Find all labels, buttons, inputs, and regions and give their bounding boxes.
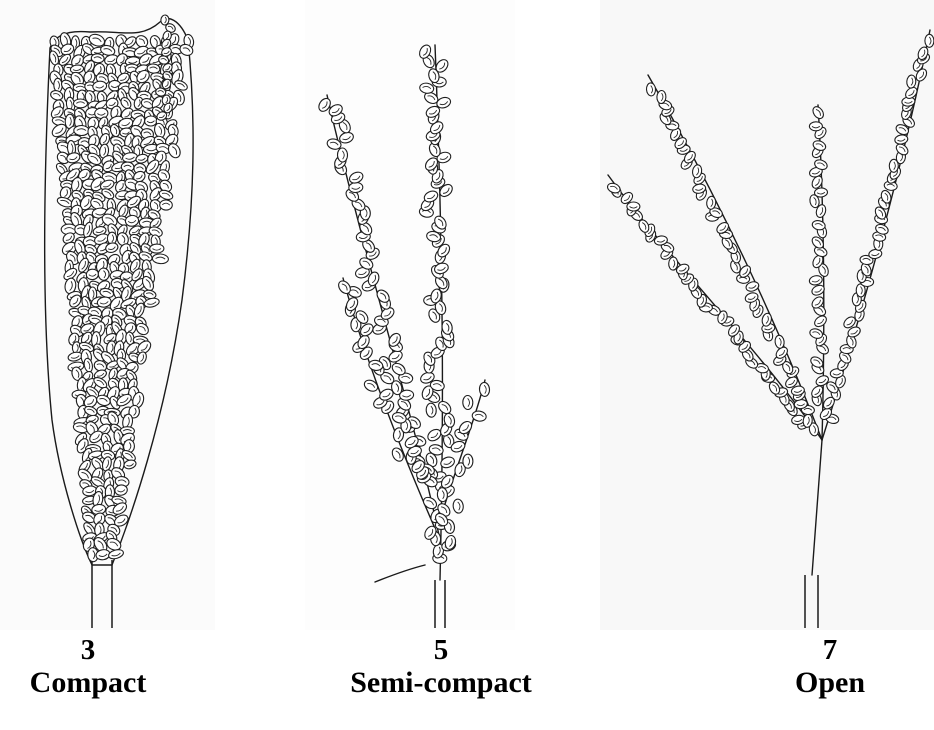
grain-mark: [159, 200, 172, 211]
grain-mark: [437, 487, 448, 502]
panicle-open-illustration: [600, 0, 934, 630]
panicle-compact-illustration: [0, 0, 215, 630]
grain-mark: [86, 269, 99, 280]
label-open: Open: [780, 666, 880, 700]
score-semi-compact: 5: [336, 634, 546, 666]
grain-mark: [98, 268, 110, 281]
panicle-semi-compact-illustration: [305, 0, 515, 630]
grain-mark: [426, 403, 437, 418]
grain-mark: [668, 257, 678, 270]
grain-mark: [627, 202, 640, 211]
grain-mark: [337, 148, 347, 162]
grain-mark: [463, 454, 473, 468]
grain-mark: [74, 125, 89, 135]
score-open: 7: [780, 634, 880, 666]
grain-mark: [809, 122, 822, 131]
score-compact: 3: [28, 634, 148, 666]
grain-mark: [657, 90, 667, 103]
compact-panicle-drawing: [0, 0, 215, 630]
semi-compact-panicle-drawing: [305, 0, 515, 630]
label-compact: Compact: [28, 666, 148, 700]
grain-mark: [814, 188, 828, 198]
grain-mark: [646, 83, 656, 97]
grain-mark: [463, 395, 473, 409]
caption-open: 7 Open: [780, 634, 880, 700]
grain-mark: [479, 382, 490, 397]
open-panicle-drawing: [600, 0, 934, 630]
caption-compact: 3 Compact: [28, 634, 148, 700]
grain-mark: [73, 99, 87, 108]
label-semi-compact: Semi-compact: [336, 666, 546, 700]
caption-semi-compact: 5 Semi-compact: [336, 634, 546, 700]
grain-mark: [150, 244, 164, 253]
grain-mark: [925, 34, 934, 47]
